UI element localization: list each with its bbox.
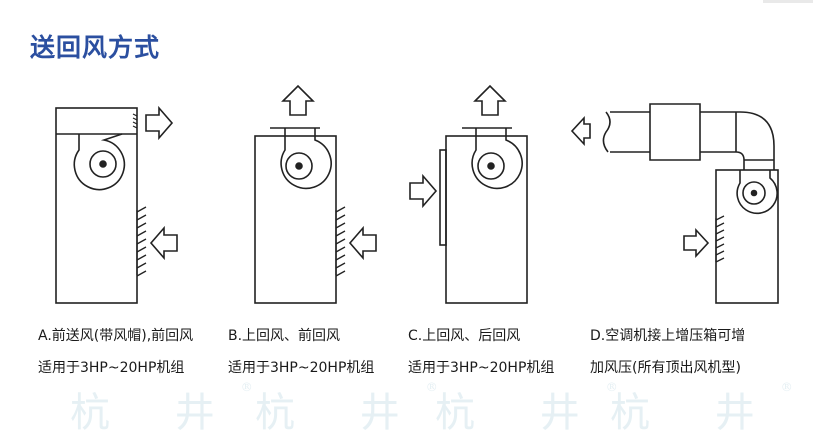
fan-b <box>280 136 332 190</box>
unit-d-body <box>715 169 779 304</box>
caption-b: B.上回风、前回风 适用于3HP~20HP机组 <box>228 326 374 378</box>
return-arrow-c <box>409 173 438 209</box>
caption-d-line2: 加风压(所有顶出风机型) <box>590 360 741 376</box>
caption-a: A.前送风(带风帽),前回风 适用于3HP~20HP机组 <box>38 326 193 378</box>
booster-box-d <box>649 103 701 161</box>
diagram-d <box>570 103 779 304</box>
booster-duct-d <box>602 103 775 170</box>
caption-a-line1: A.前送风(带风帽),前回风 <box>38 328 194 344</box>
caption-a-line2: 适用于3HP~20HP机组 <box>38 360 185 376</box>
supply-arrow-c <box>473 84 507 116</box>
return-arrow-b <box>348 225 377 261</box>
supply-arrow-a <box>145 105 174 141</box>
caption-c-line1: C.上回风、后回风 <box>408 328 521 344</box>
watermark-4: 杭 井® <box>610 380 793 436</box>
caption-c: C.上回风、后回风 适用于3HP~20HP机组 <box>408 326 554 378</box>
watermark-2: 杭 井® <box>255 380 438 436</box>
hood-grille-a <box>132 113 138 129</box>
supply-arrow-d <box>570 115 591 147</box>
unit-a-body <box>55 107 138 304</box>
caption-d-line1: D.空调机接上增压箱可增 <box>590 328 746 344</box>
diagram-b <box>254 84 377 304</box>
watermark-3: 杭 井® <box>435 380 618 436</box>
fan-a <box>73 133 126 191</box>
rear-return-plate-c <box>439 149 447 246</box>
caption-d: D.空调机接上增压箱可增 加风压(所有顶出风机型) <box>590 326 745 378</box>
caption-b-line2: 适用于3HP~20HP机组 <box>228 360 375 376</box>
fan-c <box>471 136 523 190</box>
supply-arrow-b <box>281 84 315 116</box>
page-title: 送回风方式 <box>30 33 161 62</box>
return-grille-a <box>136 206 147 277</box>
return-grille-d <box>715 215 725 263</box>
top-edge-bar <box>763 0 813 3</box>
caption-b-line1: B.上回风、前回风 <box>228 328 341 344</box>
return-arrow-d <box>683 227 710 259</box>
watermark-1: 杭 井® <box>70 380 253 436</box>
return-grille-b <box>335 206 346 277</box>
diagram-c <box>409 84 528 304</box>
return-arrow-a <box>149 225 178 261</box>
unit-b-body <box>254 135 337 304</box>
caption-c-line2: 适用于3HP~20HP机组 <box>408 360 555 376</box>
unit-c-body <box>445 135 528 304</box>
fan-d <box>736 170 778 215</box>
diagram-a <box>55 105 178 304</box>
